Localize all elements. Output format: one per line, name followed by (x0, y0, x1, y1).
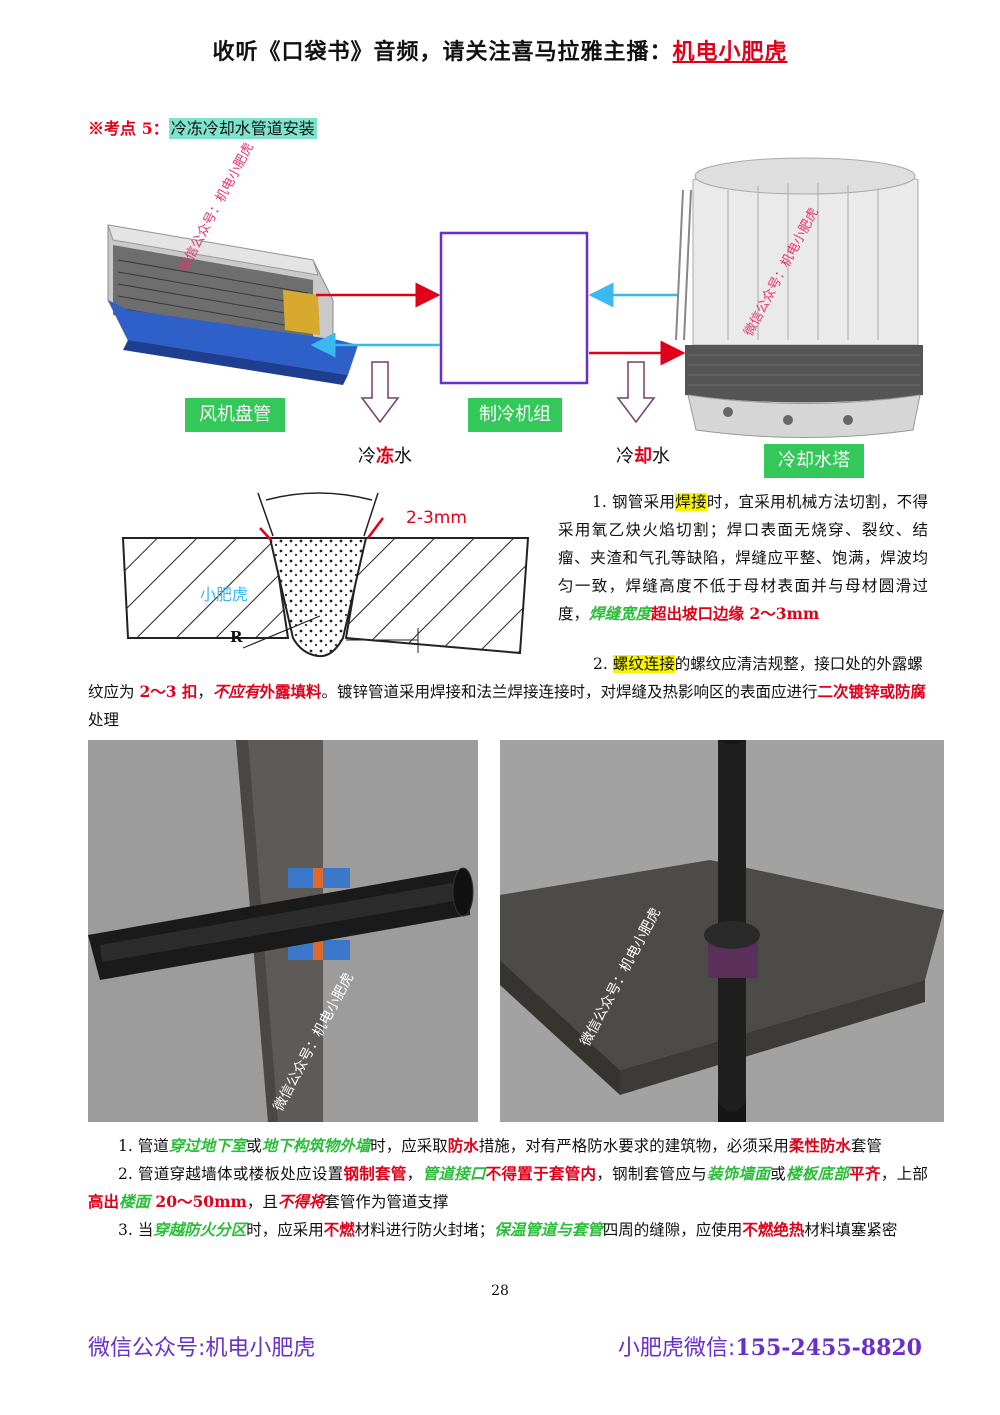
water-system-diagram: 微信公众号：机电小肥虎 微信公众号：机电小肥虎 风机盘管 制冷机组 冷却水塔 冷… (88, 141, 928, 480)
label-chiller: 制冷机组 (468, 398, 562, 432)
weld-radius-label: R (230, 628, 243, 646)
footer-wechat-contact: 小肥虎微信:155-2455-8820 (618, 1330, 922, 1362)
pipe-wall-render (88, 740, 478, 1122)
label-chilled-water: 冷冻水 (358, 446, 412, 467)
footer-contact-number: 155-2455-8820 (735, 1335, 922, 1361)
thread-paragraph: 2. 螺纹连接的螺纹应清洁规整，接口处的外露螺纹应为 2～3 扣，不应有外露填料… (88, 655, 926, 729)
header-text: 收听《口袋书》音频，请关注喜马拉雅主播： (212, 39, 673, 65)
photo-pipe-through-floor: 微信公众号：机电小肥虎 (500, 740, 944, 1122)
photo-pipe-through-wall: 微信公众号：机电小肥虎 (88, 740, 478, 1122)
page-number: 28 (491, 1283, 509, 1299)
weld-cross-section: 2-3mm R 小肥虎 (88, 488, 550, 668)
footer-contact-label: 小肥虎微信: (617, 1336, 736, 1361)
pipe-floor-render (500, 740, 944, 1122)
chilled-water-down-arrow (360, 361, 400, 424)
cooling-water-down-arrow (616, 361, 656, 424)
section-title: ※考点 5：冷冻冷却水管道安装 (88, 115, 317, 139)
fan-coil-image (107, 224, 358, 385)
weld-paragraph: 1. 钢管采用焊接时，宜采用机械方法切割，不得采用氧乙炔火焰切割；焊口表面无烧穿… (558, 493, 928, 623)
note-3: 3. 当穿越防火分区时，应采用不燃材料进行防火封堵；保温管道与套管四周的缝隙，应… (118, 1220, 898, 1239)
label-cooling-water: 冷却水 (616, 446, 670, 467)
note-2: 2. 管道穿越墙体或楼板处应设置钢制套管，管道接口不得置于套管内，钢制套管应与装… (88, 1164, 928, 1211)
chiller-box (439, 231, 589, 385)
weld-gap-label: 2-3mm (406, 508, 467, 528)
weld-watermark: 小肥虎 (200, 585, 249, 604)
header-host-link[interactable]: 机电小肥虎 (672, 39, 788, 65)
section-number: ※考点 5： (88, 119, 169, 138)
weld-drawing (121, 492, 530, 658)
cooling-tower-image (675, 157, 923, 438)
label-cooling-tower: 冷却水塔 (764, 444, 864, 478)
section-topic: 冷冻冷却水管道安装 (168, 118, 317, 139)
sleeve-notes: 1. 管道穿过地下室或地下构筑物外墙时，应采取防水措施，对有严格防水要求的建筑物… (88, 1132, 928, 1244)
page-header: 收听《口袋书》音频，请关注喜马拉雅主播：机电小肥虎 (0, 34, 1000, 66)
label-fan-coil: 风机盘管 (185, 398, 285, 432)
footer-wechat-account: 微信公众号:机电小肥虎 (88, 1336, 316, 1361)
diagram-canvas (107, 157, 923, 438)
note-1: 1. 管道穿过地下室或地下构筑物外墙时，应采取防水措施，对有严格防水要求的建筑物… (118, 1136, 882, 1155)
